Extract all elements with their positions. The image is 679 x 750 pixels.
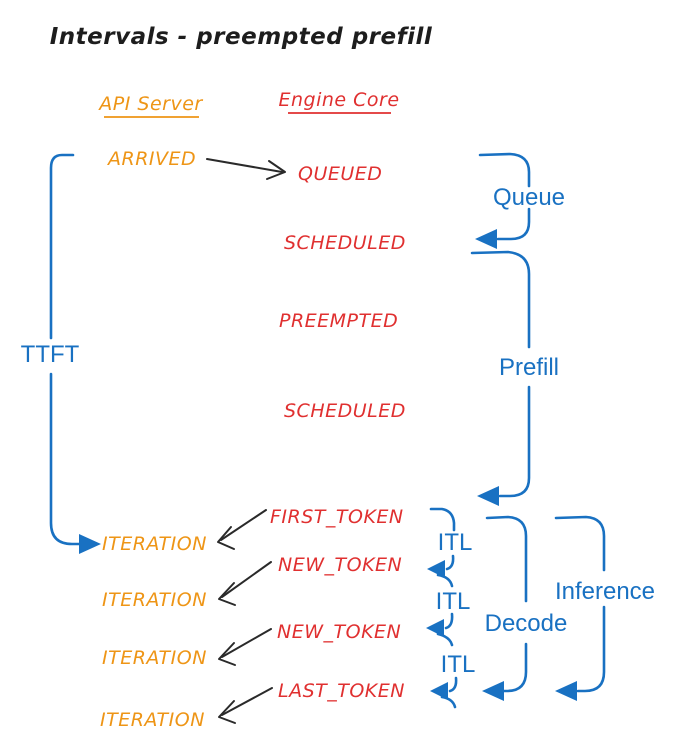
ttft-bracket	[49, 153, 101, 554]
ttft-arrowhead	[79, 534, 101, 554]
queue-bracket	[475, 152, 531, 249]
decode-bracket	[482, 515, 528, 701]
queue-arrowhead	[475, 229, 497, 249]
event-scheduled-2: SCHEDULED	[284, 400, 406, 422]
event-scheduled-1: SCHEDULED	[284, 232, 406, 254]
itl-arrowhead-1	[427, 560, 445, 578]
prefill-bracket	[470, 250, 531, 506]
arrow-new-token-1-to-iteration	[218, 561, 272, 606]
event-preempted: PREEMPTED	[279, 310, 398, 332]
queue-label: Queue	[493, 184, 565, 211]
arrow-last-token-to-iteration	[218, 687, 273, 724]
decode-arrowhead	[482, 681, 504, 701]
itl-arrowhead-2	[426, 619, 444, 637]
itl-bracket-2	[426, 612, 454, 647]
itl-label-3: ITL	[441, 651, 476, 678]
prefill-arrowhead	[477, 486, 499, 506]
event-queued: QUEUED	[298, 163, 382, 185]
prefill-label: Prefill	[499, 354, 559, 381]
itl-bracket-1	[427, 507, 456, 588]
event-new-token-1: NEW_TOKEN	[278, 554, 402, 576]
event-last-token: LAST_TOKEN	[278, 680, 405, 702]
inference-bracket	[554, 515, 606, 701]
event-iteration-2: ITERATION	[102, 589, 207, 611]
event-iteration-4: ITERATION	[100, 709, 205, 731]
event-first-token: FIRST_TOKEN	[270, 506, 404, 528]
arrow-first-token-to-iteration	[217, 509, 267, 550]
inference-arrowhead	[555, 681, 577, 701]
itl-label-1: ITL	[438, 529, 473, 556]
event-new-token-2: NEW_TOKEN	[277, 621, 401, 643]
diagram-title: Intervals - preempted prefill	[50, 24, 433, 50]
event-iteration-1: ITERATION	[102, 533, 207, 555]
engine-core-header: Engine Core	[278, 89, 399, 111]
itl-arrowhead-3	[430, 682, 448, 700]
api-server-header: API Server	[97, 93, 203, 115]
itl-label-2: ITL	[436, 588, 471, 615]
itl-bracket-3	[430, 676, 458, 709]
event-arrived: ARRIVED	[106, 148, 196, 170]
arrow-arrived-to-queued	[206, 158, 286, 180]
ttft-label: TTFT	[21, 341, 80, 368]
inference-label: Inference	[555, 578, 655, 605]
arrow-new-token-2-to-iteration	[218, 628, 272, 666]
event-iteration-3: ITERATION	[102, 647, 207, 669]
decode-label: Decode	[485, 610, 568, 637]
